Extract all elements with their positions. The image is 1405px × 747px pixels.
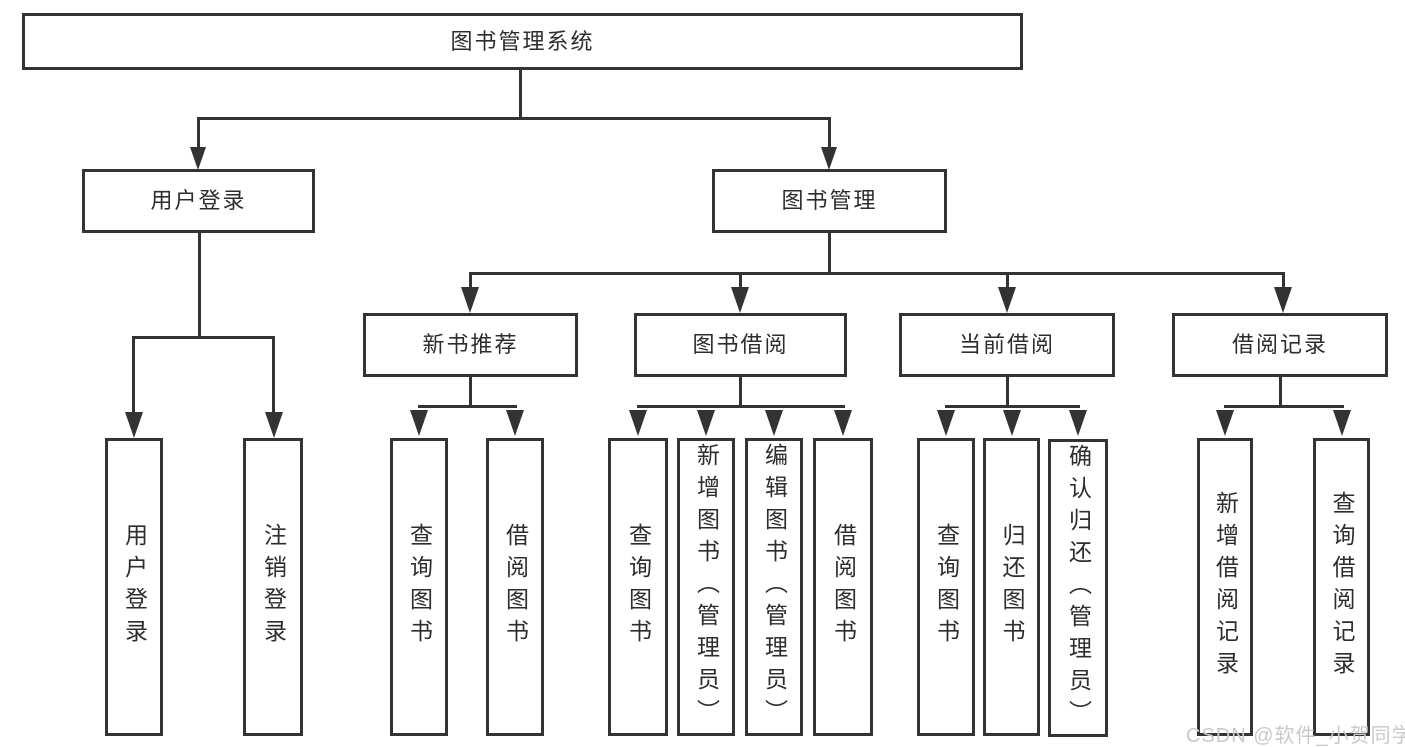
connector-root-stem (519, 70, 522, 118)
leaf-label: 查询图书 (625, 523, 652, 651)
arrow-down-icon (1216, 410, 1234, 436)
connector-borrow-records-stem (1279, 377, 1282, 408)
node-borrow-records-label: 借阅记录 (1231, 332, 1328, 357)
leaf-query-borrow-record: 查询借阅记录 (1313, 438, 1370, 736)
node-root-label: 图书管理系统 (450, 28, 595, 54)
connector-user-login-branch (132, 336, 275, 339)
leaf-add-borrow-record: 新增借阅记录 (1197, 438, 1253, 736)
leaf-user-login: 用户登录 (105, 438, 163, 736)
arrow-down-icon (765, 410, 783, 436)
connector-to-borrow-records (1282, 272, 1285, 289)
leaf-label: 借阅图书 (502, 523, 529, 651)
arrow-down-icon (1003, 410, 1021, 436)
connector-to-current-borrow (1006, 272, 1009, 289)
leaf-label: 归还图书 (999, 523, 1025, 651)
leaf-label: 确认归还（管理员） (1065, 444, 1092, 732)
arrow-down-icon (629, 410, 647, 436)
leaf-borrow-books-1: 借阅图书 (486, 438, 544, 736)
arrow-down-icon (937, 410, 955, 436)
leaf-label: 用户登录 (121, 523, 148, 651)
arrow-down-icon (190, 147, 206, 170)
leaf-label: 注销登录 (260, 523, 287, 651)
connector-new-books-branch (418, 405, 517, 408)
leaf-confirm-return-admin: 确认归还（管理员） (1048, 439, 1108, 737)
leaf-label: 查询图书 (933, 523, 960, 651)
arrow-down-icon (697, 410, 715, 436)
leaf-query-books-3: 查询图书 (917, 438, 975, 736)
connector-user-login-stem (198, 233, 201, 338)
leaf-label: 查询图书 (406, 523, 433, 651)
node-new-books-label: 新书推荐 (422, 332, 519, 357)
connector-to-book-mgmt (828, 117, 831, 149)
connector-to-book-borrow (739, 272, 742, 289)
leaf-label: 新增借阅记录 (1212, 491, 1239, 683)
node-user-login-label: 用户登录 (150, 188, 247, 213)
leaf-logout: 注销登录 (243, 438, 303, 736)
arrow-down-icon (265, 412, 283, 438)
leaf-label: 编辑图书（管理员） (761, 443, 788, 731)
connector-to-user-login (197, 117, 200, 149)
arrow-down-icon (998, 287, 1016, 313)
arrow-down-icon (1069, 410, 1087, 436)
arrow-down-icon (731, 287, 749, 313)
connector-book-borrow-branch (637, 405, 845, 408)
leaf-label: 借阅图书 (830, 523, 857, 651)
csdn-watermark: CSDN @软件_小贺同学 (1186, 725, 1405, 747)
connector-current-borrow-branch (945, 405, 1080, 408)
leaf-query-books-2: 查询图书 (608, 438, 668, 736)
node-book-mgmt-label: 图书管理 (781, 188, 878, 213)
leaf-return-book: 归还图书 (983, 438, 1040, 736)
node-book-borrow-label: 图书借阅 (692, 332, 789, 357)
node-book-mgmt: 图书管理 (712, 169, 947, 233)
node-current-borrow-label: 当前借阅 (958, 332, 1055, 357)
node-current-borrow: 当前借阅 (899, 313, 1115, 377)
node-book-borrow: 图书借阅 (634, 313, 847, 377)
leaf-label: 查询借阅记录 (1329, 491, 1355, 683)
arrow-down-icon (821, 147, 837, 170)
leaf-edit-book-admin: 编辑图书（管理员） (745, 438, 803, 736)
node-borrow-records: 借阅记录 (1172, 313, 1388, 377)
connector-to-new-books (469, 272, 472, 289)
leaf-add-book-admin: 新增图书（管理员） (677, 438, 735, 736)
node-user-login: 用户登录 (82, 169, 315, 233)
arrow-down-icon (125, 412, 143, 438)
leaf-query-books-1: 查询图书 (390, 438, 448, 736)
connector-current-borrow-stem (1006, 377, 1009, 408)
arrow-down-icon (834, 410, 852, 436)
node-new-books: 新书推荐 (363, 313, 578, 377)
arrow-down-icon (1274, 287, 1292, 313)
arrow-down-icon (1333, 410, 1351, 436)
arrow-down-icon (506, 410, 524, 436)
connector-borrow-records-branch (1224, 405, 1344, 408)
connector-root-branch (197, 117, 831, 120)
leaf-borrow-books-2: 借阅图书 (813, 438, 873, 736)
arrow-down-icon (461, 287, 479, 313)
connector-book-mgmt-branch (469, 272, 1284, 275)
connector-book-mgmt-stem (828, 233, 831, 275)
connector-new-books-stem (469, 377, 472, 408)
leaf-label: 新增图书（管理员） (693, 443, 720, 731)
connector-to-leaf (272, 336, 275, 412)
connector-book-borrow-stem (739, 377, 742, 408)
node-root: 图书管理系统 (22, 13, 1023, 70)
arrow-down-icon (410, 410, 428, 436)
connector-to-leaf (132, 336, 135, 412)
